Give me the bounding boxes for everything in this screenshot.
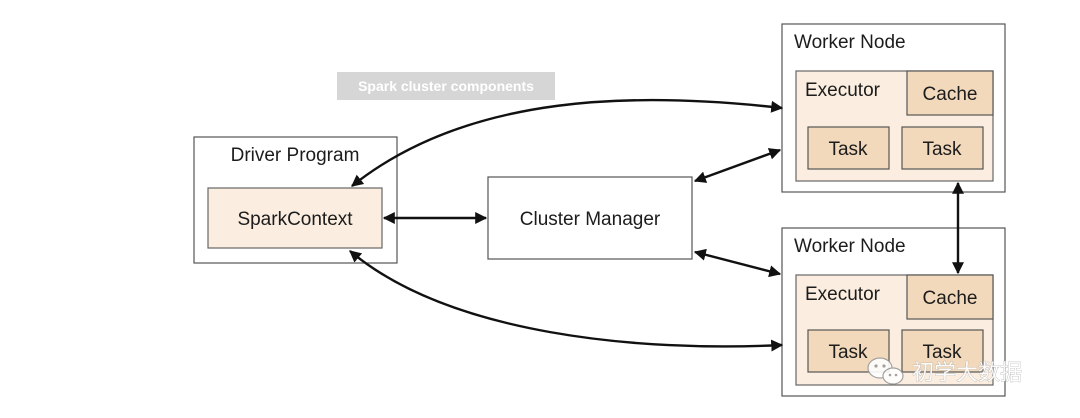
- task-1b-label: Task: [922, 139, 962, 160]
- executor-1-box: Executor Cache Task Task: [795, 70, 994, 182]
- task-1a-label: Task: [828, 139, 868, 160]
- driver-program-box: Driver Program SparkContext: [193, 136, 398, 264]
- arrow-cluster-manager-to-worker-1: [693, 148, 782, 183]
- wechat-icon: [867, 357, 904, 385]
- executor-1-label: Executor: [805, 80, 881, 101]
- caption-label: Spark cluster components: [337, 72, 555, 100]
- cache-2-label: Cache: [923, 288, 978, 309]
- worker-node-2-title: Worker Node: [794, 236, 906, 257]
- worker-node-1-title: Worker Node: [794, 32, 906, 53]
- executor-2-label: Executor: [805, 284, 881, 305]
- cache-1-label: Cache: [923, 84, 978, 105]
- watermark: 初学大数据: [867, 357, 1022, 386]
- task-2a-label: Task: [828, 342, 868, 363]
- driver-program-title: Driver Program: [231, 145, 360, 166]
- cluster-manager-label: Cluster Manager: [520, 209, 661, 230]
- arrow-cluster-manager-to-worker-2: [693, 248, 782, 278]
- caption-text: Spark cluster components: [358, 78, 534, 94]
- arrow-context-to-worker-1: [351, 98, 784, 187]
- cluster-manager-box: Cluster Manager: [487, 176, 693, 260]
- spark-context-box: SparkContext: [207, 187, 383, 249]
- task-2b-label: Task: [922, 342, 962, 363]
- executor-2-box: Executor Cache Task Task: [795, 274, 994, 386]
- task-1a-box: Task: [807, 126, 890, 170]
- task-2a-box: Task: [807, 329, 890, 373]
- task-2b-box: Task: [901, 329, 984, 373]
- cache-2-box: Cache: [906, 274, 994, 320]
- watermark-text: 初学大数据: [912, 361, 1022, 386]
- worker-node-1: Worker Node Executor Cache Task Task: [781, 23, 1006, 193]
- cache-1-box: Cache: [906, 70, 994, 116]
- task-1b-box: Task: [901, 126, 984, 170]
- spark-context-label: SparkContext: [237, 209, 353, 230]
- arrow-context-to-worker-2: [349, 250, 784, 352]
